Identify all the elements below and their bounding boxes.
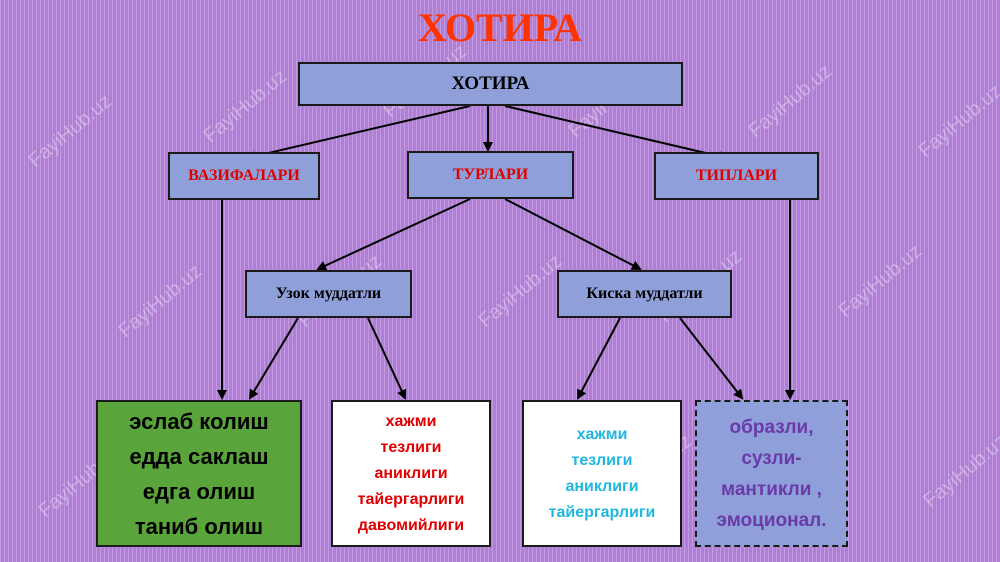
- leaf-long-term-item: давомийлиги: [357, 516, 465, 534]
- leaf-long-term-item: хажми: [385, 412, 437, 430]
- arrow-long-green: [248, 317, 299, 400]
- leaf-long-term: хажми тезлиги аниклиги тайергарлиги даво…: [331, 400, 491, 547]
- leaf-short-term-item: тайергарлиги: [548, 503, 656, 521]
- leaf-functions-item: эслаб колиш: [129, 408, 269, 434]
- arrow-root-typology: [504, 105, 729, 162]
- leaf-long-term-item: аниклиги: [374, 464, 448, 482]
- leaf-short-term-item: тезлиги: [571, 451, 633, 469]
- node-functions-label: ВАЗИФАЛАРИ: [188, 167, 300, 184]
- leaf-long-term-item: тайергарлиги: [357, 490, 465, 508]
- leaf-short-term-item: аниклиги: [565, 477, 639, 495]
- node-long-term: Узок муддатли: [245, 270, 412, 318]
- arrow-types-long: [316, 198, 471, 271]
- leaf-types-item: мантикли ,: [721, 478, 822, 500]
- node-long-term-label: Узок муддатли: [275, 285, 382, 302]
- node-typology-label: ТИПЛАРИ: [695, 167, 778, 184]
- node-short-term: Киска муддатли: [557, 270, 732, 318]
- leaf-short-term: хажми тезлиги аниклиги тайергарлиги: [522, 400, 682, 547]
- arrow-types-short: [504, 198, 642, 270]
- leaf-short-term-item: хажми: [576, 425, 628, 443]
- node-kinds: ТУРЛАРИ: [407, 151, 574, 199]
- arrow-long-white: [367, 317, 407, 400]
- arrow-short-white: [577, 317, 621, 400]
- leaf-types-item: сузли-: [741, 447, 802, 469]
- root-node: ХОТИРА: [298, 62, 683, 106]
- arrow-root-functions: [245, 105, 471, 162]
- leaf-long-term-item: тезлиги: [380, 438, 442, 456]
- node-functions: ВАЗИФАЛАРИ: [168, 152, 320, 200]
- node-typology: ТИПЛАРИ: [654, 152, 819, 200]
- leaf-types-item: эмоционал.: [716, 509, 827, 531]
- node-kinds-label: ТУРЛАРИ: [452, 166, 529, 183]
- page-title: ХОТИРА: [418, 5, 582, 50]
- leaf-functions-item: таниб олиш: [134, 513, 264, 539]
- arrow-short-blue: [679, 317, 744, 400]
- leaf-functions-item: едда саклаш: [129, 443, 269, 469]
- leaf-functions-item: едга олиш: [142, 478, 256, 504]
- leaf-functions: эслаб колиш едда саклаш едга олиш таниб …: [96, 400, 302, 547]
- root-label: ХОТИРА: [451, 73, 530, 94]
- leaf-types-item: образли,: [729, 416, 814, 438]
- leaf-types: образли, сузли- мантикли , эмоционал.: [695, 400, 848, 547]
- node-short-term-label: Киска муддатли: [586, 285, 703, 302]
